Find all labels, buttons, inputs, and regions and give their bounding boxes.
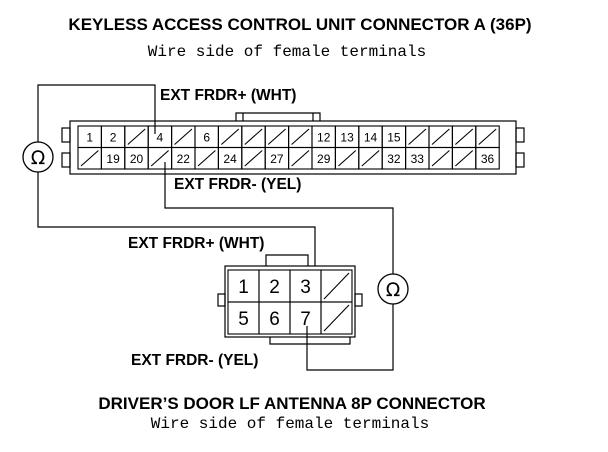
connector-a-label-minus: EXT FRDR- (YEL) [174,176,301,193]
connector-b-blank-slash [323,272,350,300]
connector-a-pin-label: 1 [86,130,93,144]
connector-a-pin-label: 6 [203,130,210,144]
connector-a-subtitle: Wire side of female terminals [148,43,426,61]
left-ohm-icon: Ω [31,147,46,169]
connector-b-title: DRIVER’S DOOR LF ANTENNA 8P CONNECTOR [98,394,485,413]
connector-a-blank-slash [478,128,497,145]
connector-a-blank-slash [431,150,450,167]
left-ohmmeter-circle [22,141,54,173]
connector-b-pin-label: 1 [238,277,249,298]
left-meter-wiring [37,84,316,266]
connector-a-blank-slash [150,150,169,167]
connector-a-pin-label: 19 [106,152,120,166]
connector-a-pin-label: 2 [110,130,117,144]
connector-a-terminal-36 [475,146,500,170]
connector-a-pin-label: 24 [223,152,237,166]
connector-a-blank-slash [197,150,216,167]
connector-b-label-minus: EXT FRDR- (YEL) [131,352,258,369]
connector-a-blank-slash [127,128,146,145]
right-ohm-icon: Ω [386,279,401,301]
connector-a-blank-slash [267,128,286,145]
connector-a-blank-slash [455,128,474,145]
connector-a-pin-label: 32 [387,152,401,166]
connector-b-pin-label: 7 [300,309,311,330]
right-meter-wiring [164,162,394,371]
connector-a-blank-slash [455,150,474,167]
connector-a-blank-slash [221,128,240,145]
connector-b-pin-label: 3 [300,277,311,298]
connector-b-label-plus: EXT FRDR+ (WHT) [128,235,264,252]
connector-a-blank-slash [244,128,263,145]
connector-a-title: KEYLESS ACCESS CONTROL UNIT CONNECTOR A … [68,15,531,34]
connector-a-pin-label: 12 [317,130,331,144]
connector-a-pin-label: 29 [317,152,331,166]
connector-a-latch [235,112,321,121]
connector-b-empty-cavity [320,301,353,335]
connector-b-latch [265,254,309,266]
connector-a-shell [69,120,517,175]
connector-a-blank-slash [361,150,380,167]
connector-a-blank-slash [431,128,450,145]
connector-a-blank-slash [338,150,357,167]
right-ohmmeter: Ω [377,273,409,305]
connector-a-pin-label: 27 [270,152,284,166]
connector-a-pin-label: 33 [411,152,425,166]
connector-a-pin-label: 36 [481,152,495,166]
connector-b-lock [269,337,351,345]
right-ohmmeter-circle [377,273,409,305]
connector-b-pin-label: 2 [269,277,280,298]
connector-b [217,254,363,345]
connector-a-pin-label: 20 [130,152,144,166]
left-ohmmeter: Ω [22,141,54,173]
connector-a-pin-label: 13 [340,130,354,144]
connector-b-pin-label: 5 [238,309,249,330]
connector-a-blank-slash [408,128,427,145]
connector-a [61,112,525,175]
connector-b-pin-label: 6 [269,309,280,330]
connector-a-blank-slash [291,128,310,145]
connector-a-blank-slash [291,150,310,167]
connector-a-label-plus: EXT FRDR+ (WHT) [160,87,296,104]
connector-b-subtitle: Wire side of female terminals [151,415,429,433]
connector-a-pin-label: 4 [157,130,164,144]
connector-a-pin-label: 22 [177,152,191,166]
connector-a-pin-label: 15 [387,130,401,144]
connector-a-blank-slash [174,128,193,145]
connector-b-blank-slash [323,304,350,332]
connector-a-pin-label: 14 [364,130,378,144]
connector-a-blank-slash [80,150,99,167]
connector-a-blank-slash [244,150,263,167]
